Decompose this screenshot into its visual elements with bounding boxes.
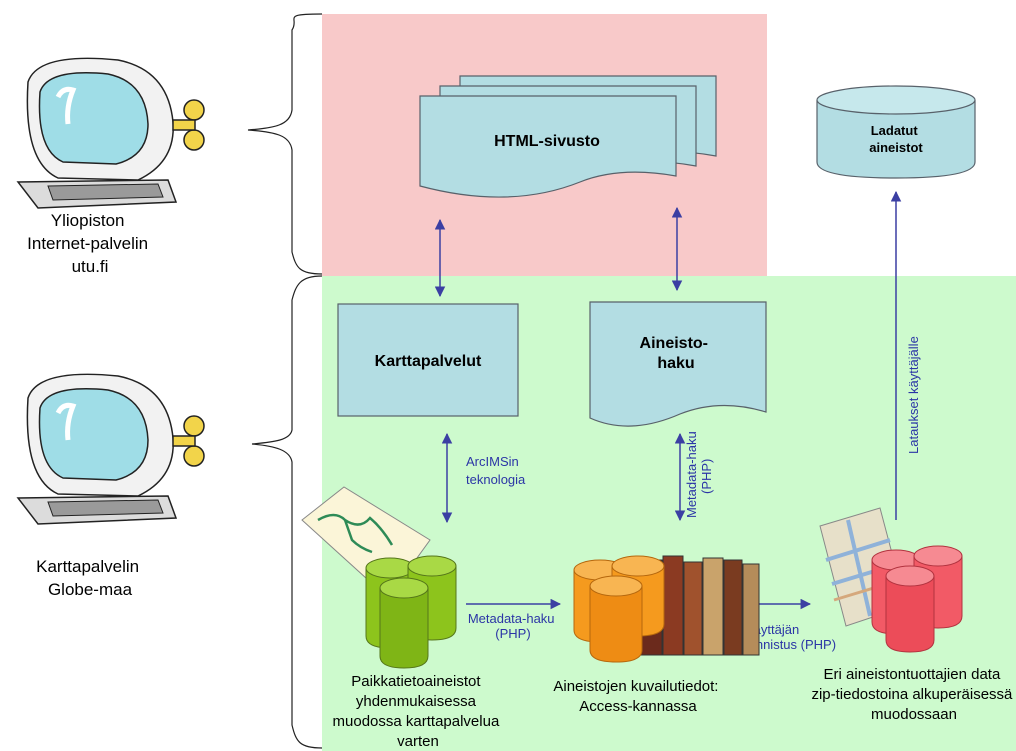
html-site-label: HTML-sivusto: [494, 133, 600, 150]
producers-label: Eri aineistontuottajien data zip-tiedost…: [811, 666, 1016, 723]
downloads-to-user-label: Lataukset käyttäjälle: [906, 336, 921, 454]
downloaded-data-storage: Ladatut aineistot: [816, 85, 976, 179]
map-services-label: Karttapalvelut: [375, 353, 482, 370]
producers-cylinders: [871, 545, 963, 653]
internet-server-computer-icon: [16, 57, 205, 209]
internet-brace: [247, 13, 323, 275]
descriptions-label: Aineistojen kuvailutiedot: Access-kannas…: [553, 678, 722, 715]
metadata-search-vertical-label: Metadata-haku (PHP): [684, 428, 714, 518]
arcims-label: ArcIMSin teknologia: [466, 454, 526, 487]
metadata-search-horizontal-label: Metadata-haku (PHP): [468, 611, 558, 641]
internet-server-label: Yliopiston Internet-palvelin utu.fi: [27, 211, 153, 276]
data-search-box: Aineisto- haku: [589, 301, 767, 427]
spatial-data-label: Paikkatietoaineistot yhdenmukaisessa muo…: [333, 673, 504, 750]
map-services-box: Karttapalvelut: [337, 303, 519, 417]
map-brace: [251, 275, 323, 749]
downloaded-data-label: Ladatut aineistot: [869, 123, 923, 155]
map-server-computer-icon: [16, 373, 205, 525]
map-server-label: Karttapalvelin Globe-maa: [36, 557, 144, 599]
spatial-data-cylinders: [365, 555, 457, 669]
data-search-label: Aineisto- haku: [640, 335, 713, 372]
descriptions-cylinders: [573, 555, 665, 663]
html-site-box: HTML-sivusto: [419, 75, 717, 198]
